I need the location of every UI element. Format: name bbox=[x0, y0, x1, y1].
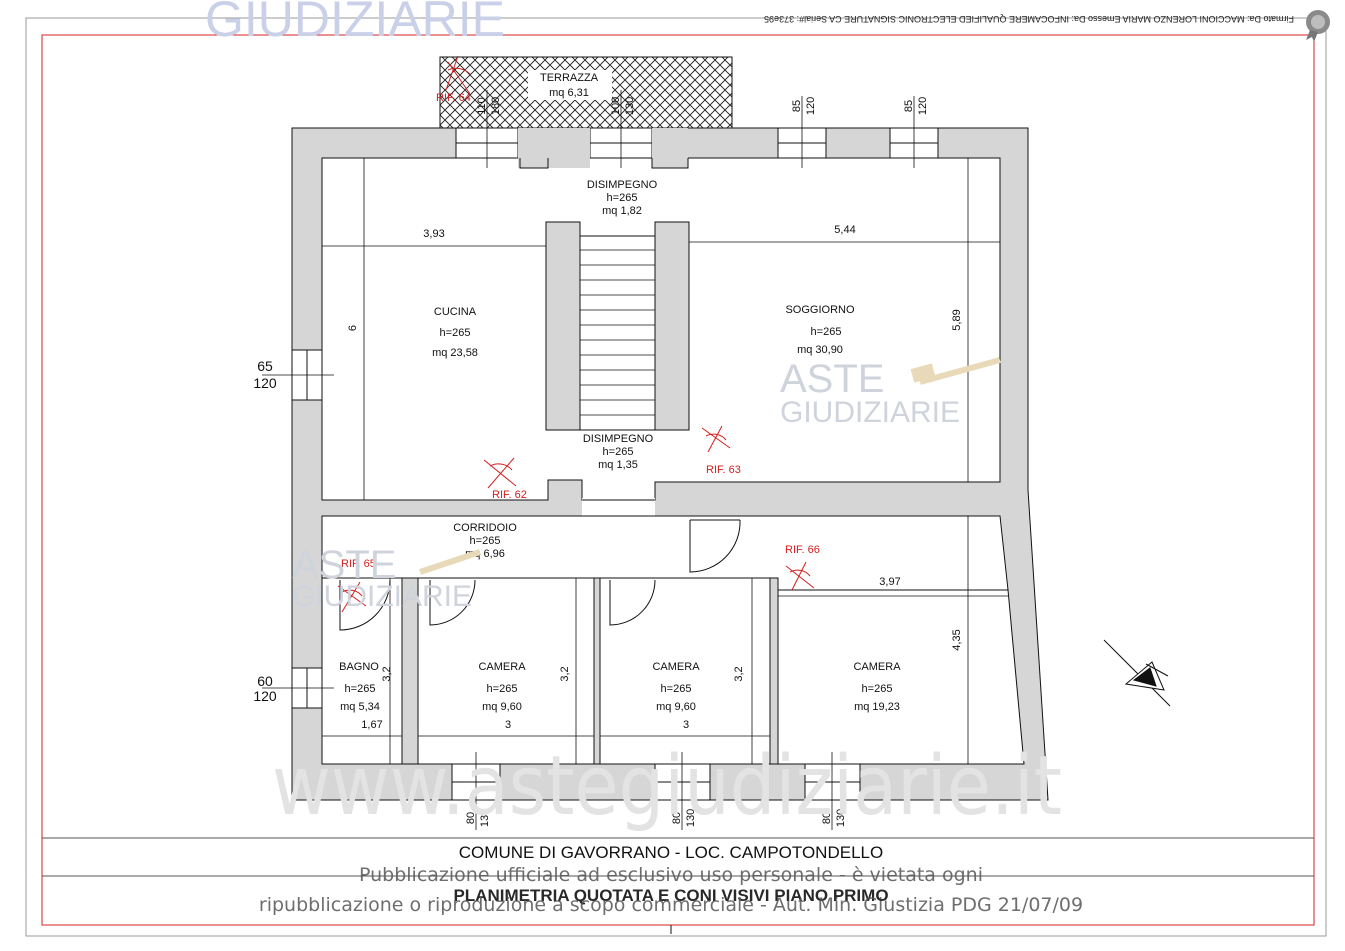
stair-wall-left bbox=[545, 221, 581, 431]
dim-window-top-3-a: 85 bbox=[791, 100, 803, 112]
bedroom-2-area: mq 9,60 bbox=[656, 701, 696, 713]
dim-window-left-1-b: 120 bbox=[253, 375, 277, 391]
dim-window-top-2-b: 130 bbox=[624, 97, 636, 115]
dim-window-bottom-2-a: 80 bbox=[671, 812, 683, 824]
dim-window-top-1-a: 110 bbox=[476, 97, 488, 115]
living-room-height: h=265 bbox=[811, 326, 842, 338]
dim-window-left-2-a: 60 bbox=[257, 673, 273, 689]
dim-window-left-2-b: 120 bbox=[253, 688, 277, 704]
bedroom-2-height: h=265 bbox=[661, 683, 692, 695]
bath-area: mq 5,34 bbox=[340, 701, 380, 713]
seal-icon bbox=[1306, 10, 1330, 42]
dim-window-bottom-3-b: 130 bbox=[835, 809, 847, 827]
stair-landing-gap bbox=[582, 498, 655, 518]
dim-living-depth: 5,89 bbox=[951, 309, 963, 330]
dim-window-bottom-1-b: 130 bbox=[479, 809, 491, 827]
terrace-area-label: mq 6,31 bbox=[549, 87, 589, 99]
stair-flight bbox=[579, 235, 656, 431]
landing-mid-height: h=265 bbox=[603, 446, 634, 458]
bedroom-1-height: h=265 bbox=[487, 683, 518, 695]
dim-bath-width: 1,67 bbox=[361, 719, 382, 731]
top-wall-pier-1 bbox=[518, 128, 590, 168]
svg-text:GIUDIZIARIE: GIUDIZIARIE bbox=[292, 580, 472, 613]
sheet-red-frame bbox=[41, 34, 1315, 926]
dim-window-top-4-b: 120 bbox=[917, 97, 929, 115]
dim-window-top-4-a: 85 bbox=[903, 100, 915, 112]
dim-window-top-2-a: 100 bbox=[610, 97, 622, 115]
publication-notice-1: Pubblicazione ufficiale ad esclusivo uso… bbox=[359, 864, 983, 886]
dim-window-bottom-2-b: 130 bbox=[685, 809, 697, 827]
publication-notice-2: ripubblicazione o riproduzione a scopo c… bbox=[259, 894, 1083, 916]
stair-wall-right bbox=[654, 221, 690, 431]
dim-kitchen-width: 3,93 bbox=[423, 228, 444, 240]
bath-room bbox=[321, 577, 403, 765]
corridor-name: CORRIDOIO bbox=[453, 522, 517, 534]
doors bbox=[339, 519, 741, 631]
staircase bbox=[579, 235, 656, 431]
landing-top-height: h=265 bbox=[607, 192, 638, 204]
living-room-name: SOGGIORNO bbox=[785, 304, 855, 316]
view-cone-markers bbox=[337, 55, 815, 613]
view-ref-63: RIF. 63 bbox=[706, 464, 741, 476]
dim-window-top-3-b: 120 bbox=[805, 97, 817, 115]
bath-height: h=265 bbox=[345, 683, 376, 695]
dim-window-bottom-1-a: 80 bbox=[465, 812, 477, 824]
landing-mid-name: DISIMPEGNO bbox=[583, 433, 654, 445]
svg-text:ASTE: ASTE bbox=[780, 357, 884, 401]
landing-top-area: mq 1,82 bbox=[602, 205, 642, 217]
kitchen-area: mq 23,58 bbox=[432, 347, 478, 359]
view-ref-62: RIF. 62 bbox=[492, 489, 527, 501]
brand-watermark-right: ASTE GIUDIZIARIE bbox=[780, 357, 1001, 429]
signature-text: Firmato Da: MACCIONI LORENZO MARIA Emess… bbox=[764, 14, 1294, 24]
bedroom-3-room bbox=[777, 589, 1025, 765]
dimension-lines bbox=[262, 90, 1008, 830]
terrace-name: TERRAZZA bbox=[540, 72, 599, 84]
watermark-top-brand: GIUDIZIARIE bbox=[205, 0, 505, 47]
dim-window-bottom-3-a: 80 bbox=[821, 812, 833, 824]
bedroom-1-name: CAMERA bbox=[478, 661, 526, 673]
corridor-height: h=265 bbox=[470, 535, 501, 547]
view-ref-64: RIF. 64 bbox=[436, 92, 471, 104]
top-wall-pier-2 bbox=[652, 128, 688, 168]
living-room-area: mq 30,90 bbox=[797, 344, 843, 356]
sheet-outer-frame bbox=[25, 17, 1327, 937]
landing-mid-area: mq 1,35 bbox=[598, 459, 638, 471]
dim-window-left-1-a: 65 bbox=[257, 358, 273, 374]
brand-watermark-left: ASTE GIUDIZIARIE bbox=[292, 543, 481, 613]
bedroom-3-area: mq 19,23 bbox=[854, 701, 900, 713]
svg-text:GIUDIZIARIE: GIUDIZIARIE bbox=[780, 396, 960, 429]
bedroom-3-name: CAMERA bbox=[853, 661, 901, 673]
title-line-1: COMUNE DI GAVORRANO - LOC. CAMPOTONDELLO bbox=[459, 843, 883, 862]
bedroom-3-height: h=265 bbox=[862, 683, 893, 695]
north-arrow-icon bbox=[1103, 639, 1171, 707]
landing-top-name: DISIMPEGNO bbox=[587, 179, 658, 191]
dim-living-width: 5,44 bbox=[834, 224, 855, 236]
dim-window-top-1-b: 180 bbox=[490, 97, 502, 115]
kitchen-name: CUCINA bbox=[434, 306, 477, 318]
dim-bedroom-1-depth: 3,2 bbox=[559, 666, 571, 681]
bedroom-1-room bbox=[417, 577, 595, 765]
dim-kitchen-depth: 6 bbox=[347, 325, 359, 331]
dim-bedroom-2-depth: 3,2 bbox=[733, 666, 745, 681]
dim-bedroom-3-width: 3,97 bbox=[879, 576, 900, 588]
dim-bedroom-2-width: 3 bbox=[683, 719, 689, 731]
svg-text:ASTE: ASTE bbox=[292, 543, 396, 587]
kitchen-height: h=265 bbox=[440, 327, 471, 339]
view-ref-66: RIF. 66 bbox=[785, 544, 820, 556]
title-line-2: PLANIMETRIA QUOTATA E CONI VISIVI PIANO … bbox=[453, 886, 888, 905]
bedroom-2-name: CAMERA bbox=[652, 661, 700, 673]
dim-bath-depth: 3,2 bbox=[381, 666, 393, 681]
bath-name: BAGNO bbox=[339, 661, 379, 673]
dim-bedroom-1-width: 3 bbox=[505, 719, 511, 731]
terrace-label-bg bbox=[528, 70, 612, 100]
view-ref-65: RIF. 65 bbox=[341, 558, 376, 570]
bedroom-1-area: mq 9,60 bbox=[482, 701, 522, 713]
dim-bedroom-3-depth: 4,35 bbox=[951, 629, 963, 650]
website-watermark: www.astegiudiziarie.it bbox=[272, 739, 1062, 834]
